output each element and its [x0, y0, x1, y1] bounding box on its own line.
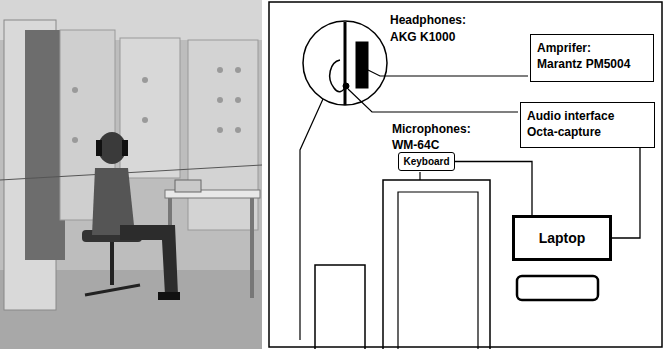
audio-interface-box: Audio interfaceOcta-capture [520, 102, 655, 148]
laptop-box: Laptop [512, 215, 612, 261]
device-model: AKG K1000 [390, 30, 455, 44]
device-heading: Microphones: [392, 122, 471, 136]
node-text: Amprifer: [537, 40, 647, 56]
cable-line [455, 162, 532, 216]
cable-line [612, 148, 640, 238]
device-model: WM-64C [392, 138, 439, 152]
keyboard-box: Keyboard [398, 152, 455, 171]
node-text: Audio interface [527, 108, 648, 124]
node-text: Laptop [539, 229, 586, 248]
device-heading: Headphones: [390, 13, 466, 27]
node-text: Marantz PM5004 [537, 56, 647, 72]
amplifier-box: Amprifer:Marantz PM5004 [530, 34, 654, 82]
node-text: Octa-capture [527, 124, 648, 140]
node-text: Keyboard [403, 155, 449, 169]
schematic-frame [269, 2, 662, 347]
lab-photo [0, 0, 262, 349]
